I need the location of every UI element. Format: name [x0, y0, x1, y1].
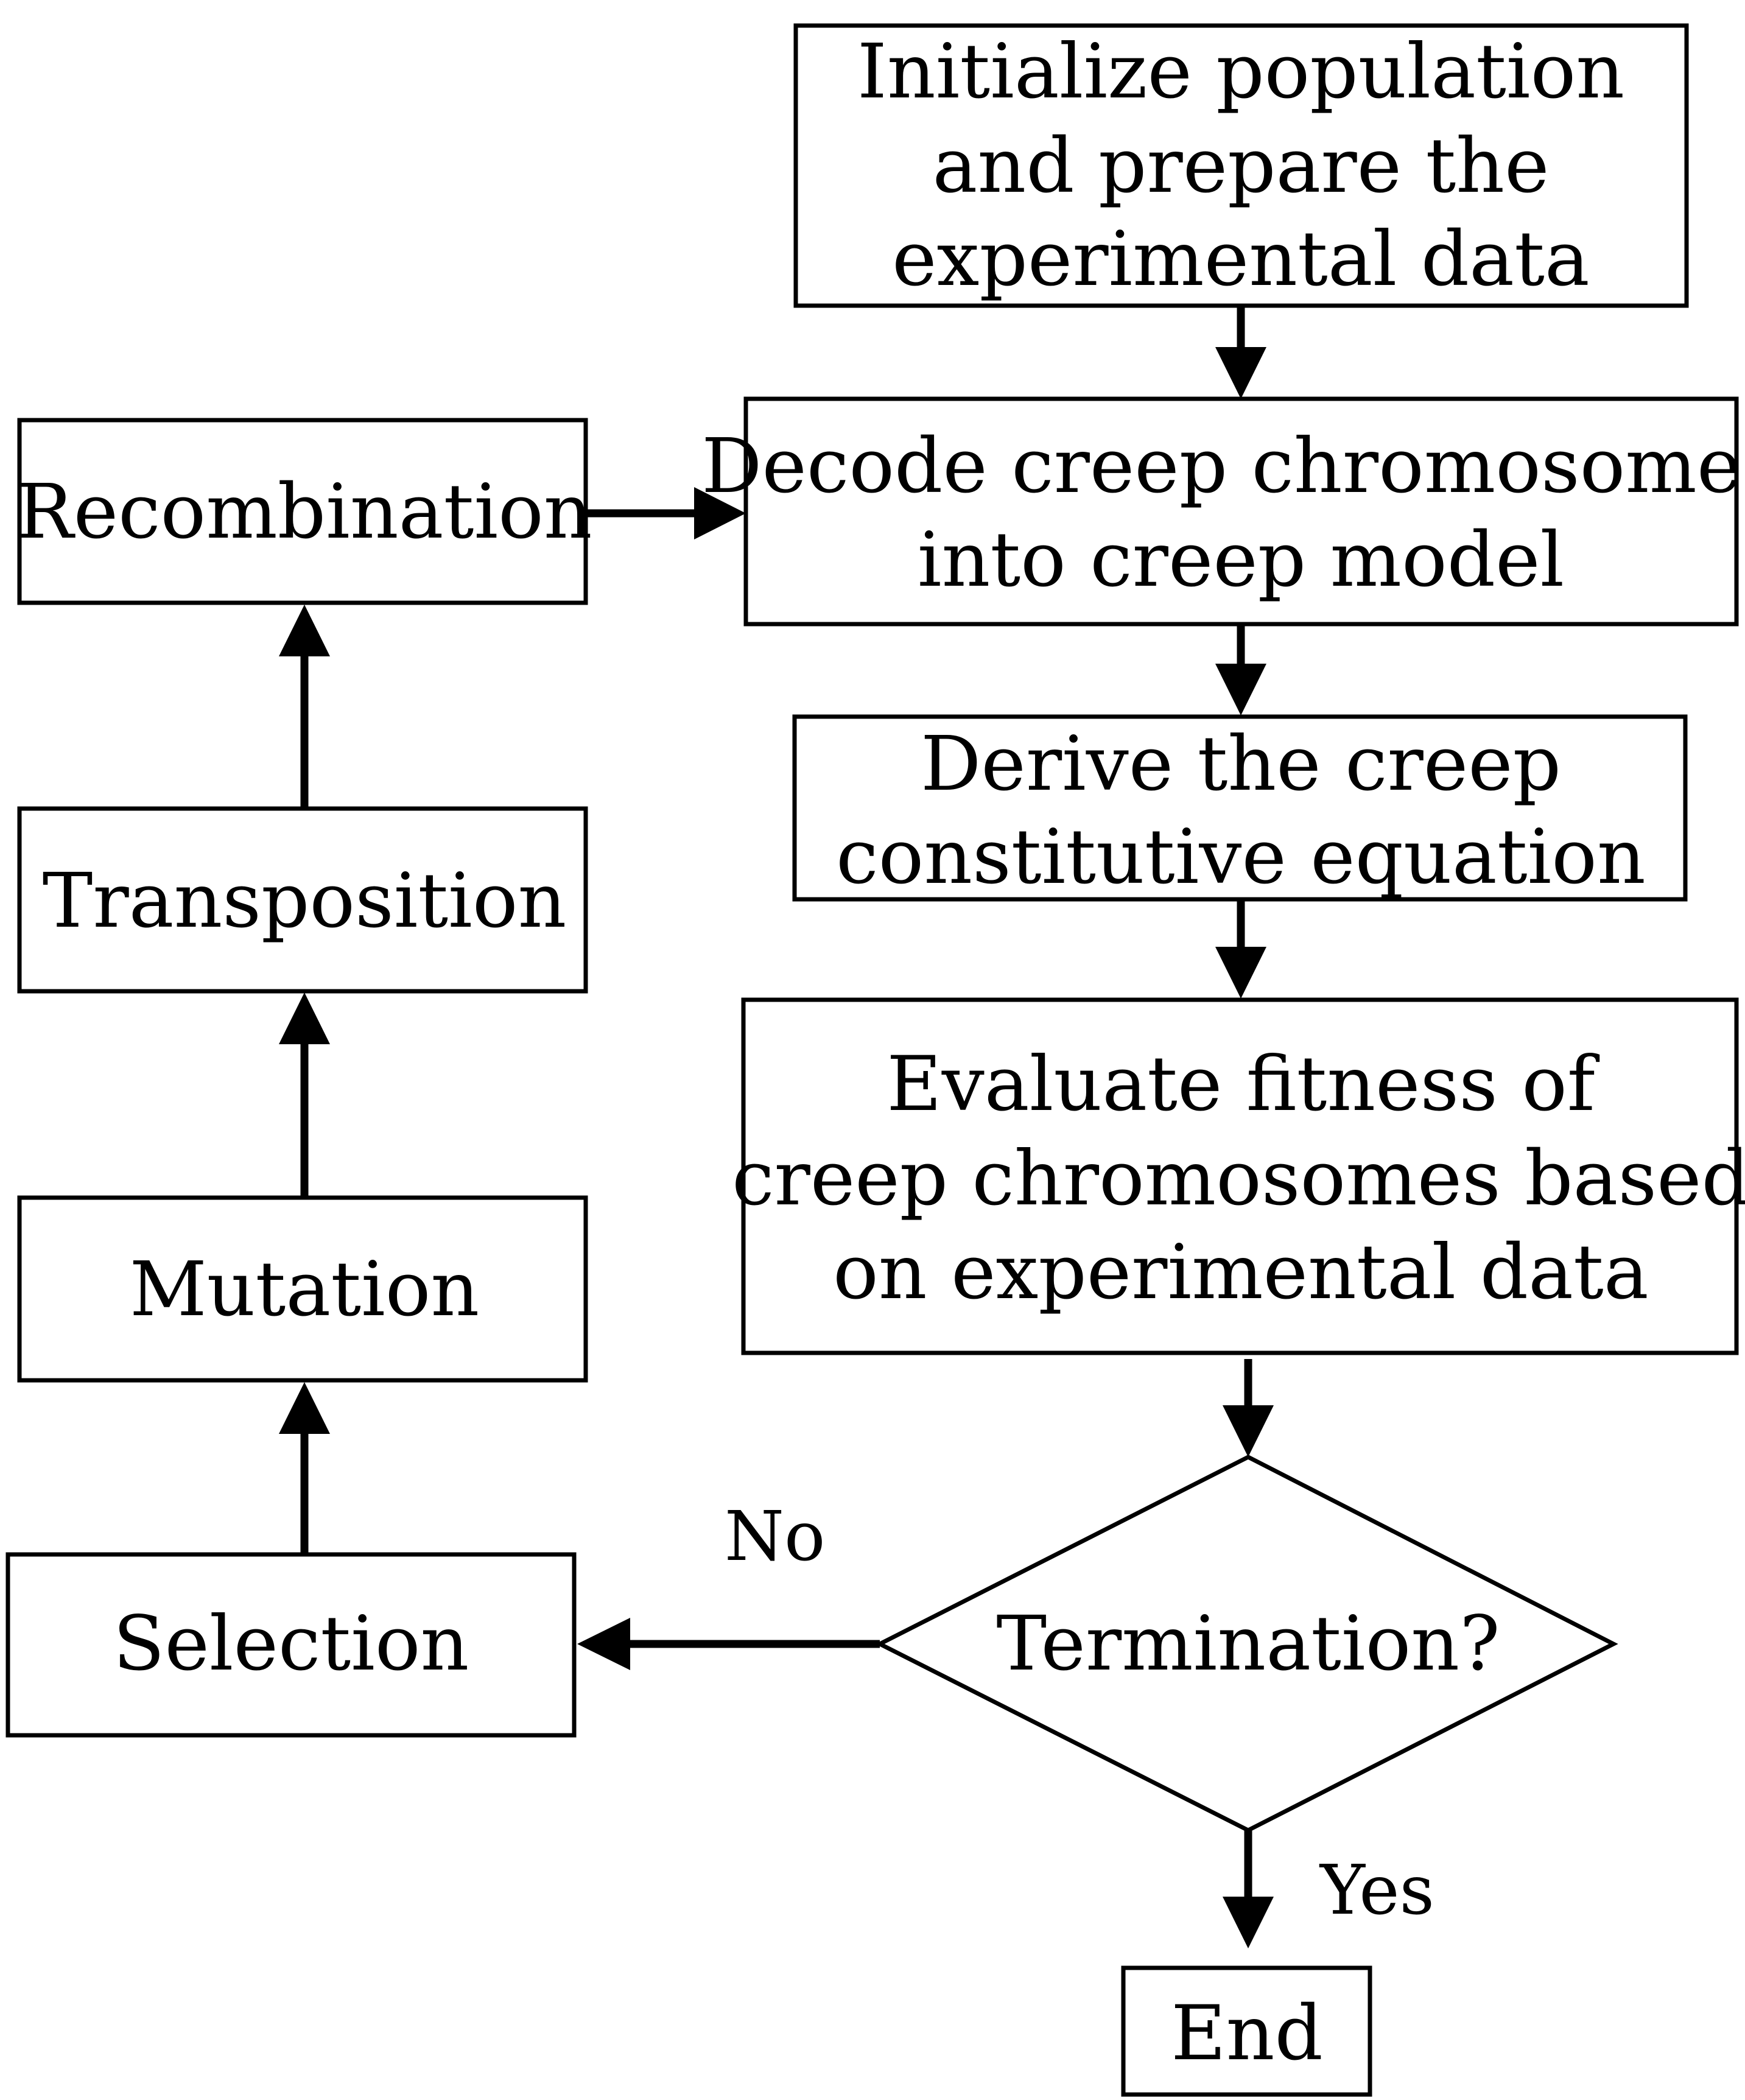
node-derive-equation-line-1: Derive the creep: [921, 720, 1561, 808]
arrow-transposition-to-recombination: [279, 605, 330, 809]
edge-label-no: No: [725, 1497, 825, 1576]
edge-label-yes: Yes: [1319, 1851, 1434, 1930]
node-initialize-population: Initialize population and prepare the ex…: [793, 23, 1689, 308]
node-evaluate-fitness-line-1: Evaluate fitness of: [887, 1041, 1600, 1128]
node-selection-label: Selection: [113, 1600, 469, 1688]
arrow-init-to-decode: [1215, 306, 1266, 399]
node-decode-chromosomes-line-2: into creep model: [918, 516, 1564, 604]
node-end-label: End: [1171, 1990, 1323, 2077]
node-initialize-population-line-1: Initialize population: [857, 28, 1624, 116]
node-evaluate-fitness: Evaluate fitness of creep chromosomes ba…: [732, 997, 1745, 1355]
node-termination-decision: Termination?: [875, 1455, 1618, 1833]
node-evaluate-fitness-line-3: on experimental data: [833, 1229, 1649, 1316]
node-mutation-label: Mutation: [130, 1246, 480, 1333]
arrow-decode-to-derive: [1215, 624, 1266, 715]
arrow-mutation-to-transposition: [279, 992, 330, 1198]
arrow-selection-to-mutation: [279, 1382, 330, 1554]
node-evaluate-fitness-line-2: creep chromosomes based: [732, 1135, 1745, 1223]
node-recombination-label: Recombination: [16, 468, 592, 556]
node-mutation: Mutation: [17, 1195, 588, 1383]
node-initialize-population-line-3: experimental data: [892, 216, 1590, 303]
node-derive-equation-line-2: constitutive equation: [836, 813, 1646, 901]
node-initialize-population-line-2: and prepare the: [932, 122, 1549, 210]
arrow-derive-to-evaluate: [1215, 899, 1266, 999]
node-derive-equation: Derive the creep constitutive equation: [792, 714, 1688, 902]
node-end: End: [1121, 1965, 1372, 2097]
node-termination-decision-label: Termination?: [996, 1600, 1500, 1688]
node-selection: Selection: [5, 1552, 577, 1738]
node-decode-chromosomes: Decode creep chromosomes into creep mode…: [701, 396, 1745, 627]
arrow-recombination-to-decode: [586, 487, 746, 539]
node-transposition-label: Transposition: [43, 857, 567, 945]
arrow-termination-to-selection: [577, 1618, 880, 1670]
arrow-termination-to-end: [1223, 1830, 1274, 1948]
node-decode-chromosomes-line-1: Decode creep chromosomes: [701, 423, 1745, 510]
arrow-evaluate-to-termination: [1223, 1359, 1274, 1457]
node-recombination: Recombination: [16, 418, 592, 605]
node-transposition: Transposition: [17, 806, 588, 994]
